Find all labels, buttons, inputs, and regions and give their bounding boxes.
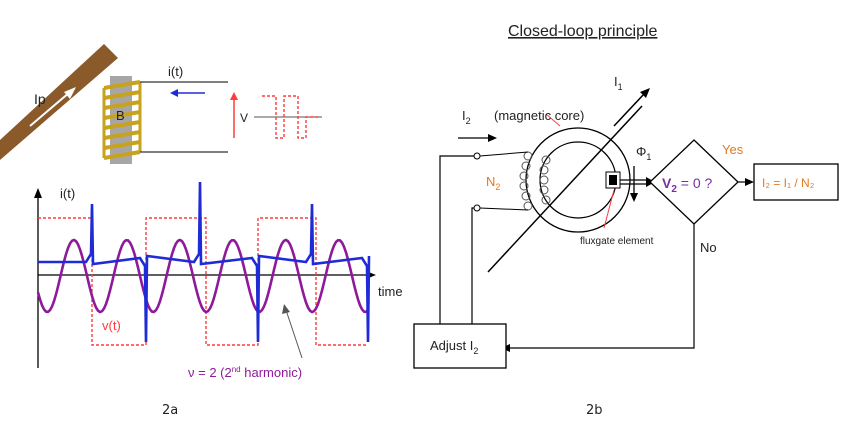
winding-lead-top xyxy=(479,151,529,157)
core-label: (magnetic core) xyxy=(494,108,584,123)
harmonic-label: ν = 2 (2nd harmonic) xyxy=(188,365,302,380)
i2-arrow-head xyxy=(488,134,497,142)
v-arrow-head xyxy=(230,92,238,100)
adjust-text: Adjust I2 xyxy=(430,338,478,356)
current-wave xyxy=(38,181,371,343)
v-label: V xyxy=(240,111,248,125)
b-label: B xyxy=(116,108,125,123)
result-box xyxy=(753,163,839,201)
voltage-square-wave xyxy=(38,217,368,346)
yes-label: Yes xyxy=(722,142,744,157)
n2-label: N2 xyxy=(486,174,500,192)
plot-y-arrow xyxy=(34,188,42,198)
ip-arrow-head xyxy=(64,87,76,99)
ip-label: Ip xyxy=(34,91,46,107)
i-label: i(t) xyxy=(168,64,183,79)
v-t-label: v(t) xyxy=(102,318,121,333)
i-arrow-head xyxy=(170,89,178,97)
primary-conductor-b xyxy=(487,105,643,273)
decision-text: V2 = 0 ? xyxy=(662,175,713,195)
magnetic-core-inner xyxy=(539,141,617,219)
i2-label: I2 xyxy=(462,108,471,126)
fig-b: Closed-loop principle I1 I2 (magnetic co… xyxy=(413,23,839,418)
yes-arrow-head xyxy=(745,178,754,186)
time-label: time xyxy=(378,284,403,299)
terminal-bottom xyxy=(473,204,481,212)
fluxgate-pointer xyxy=(603,189,615,229)
harmonic-pointer-head xyxy=(282,304,290,314)
phi-label: Φ1 xyxy=(636,144,651,162)
secondary-winding xyxy=(519,151,551,211)
phi-arrow-head xyxy=(630,193,638,202)
mini-square-wave xyxy=(262,95,318,139)
caption-2a: 2a xyxy=(162,403,178,418)
result-text: I₂ = I₁ / N₂ xyxy=(762,176,815,190)
i1-label: I1 xyxy=(614,74,623,92)
terminal-top xyxy=(473,152,481,160)
core-pointer xyxy=(545,113,561,127)
adjust-line-top xyxy=(439,155,474,324)
fig-a-sketch: Ip B i(t) V xyxy=(0,44,322,164)
fluxgate-core xyxy=(609,175,617,185)
plot-i-label: i(t) xyxy=(60,186,75,201)
i1-arrow-head xyxy=(640,88,650,98)
no-label: No xyxy=(700,240,717,255)
fig-b-title: Closed-loop principle xyxy=(508,23,658,40)
harmonic-pointer xyxy=(285,309,303,359)
adjust-box xyxy=(413,323,507,369)
adjust-line-bottom xyxy=(471,207,474,324)
caption-2b: 2b xyxy=(586,403,603,418)
fig-a-plot: i(t) time v(t) ν = 2 (2nd harmonic) 2a xyxy=(34,181,403,418)
no-feedback-line xyxy=(508,224,695,349)
i1-arrow xyxy=(613,93,645,127)
winding-lead-bottom xyxy=(479,207,529,211)
coil-windings xyxy=(102,80,142,160)
fluxgate-label: fluxgate element xyxy=(580,236,654,247)
ip-arrow xyxy=(29,91,71,127)
harmonic-wave xyxy=(36,238,369,314)
